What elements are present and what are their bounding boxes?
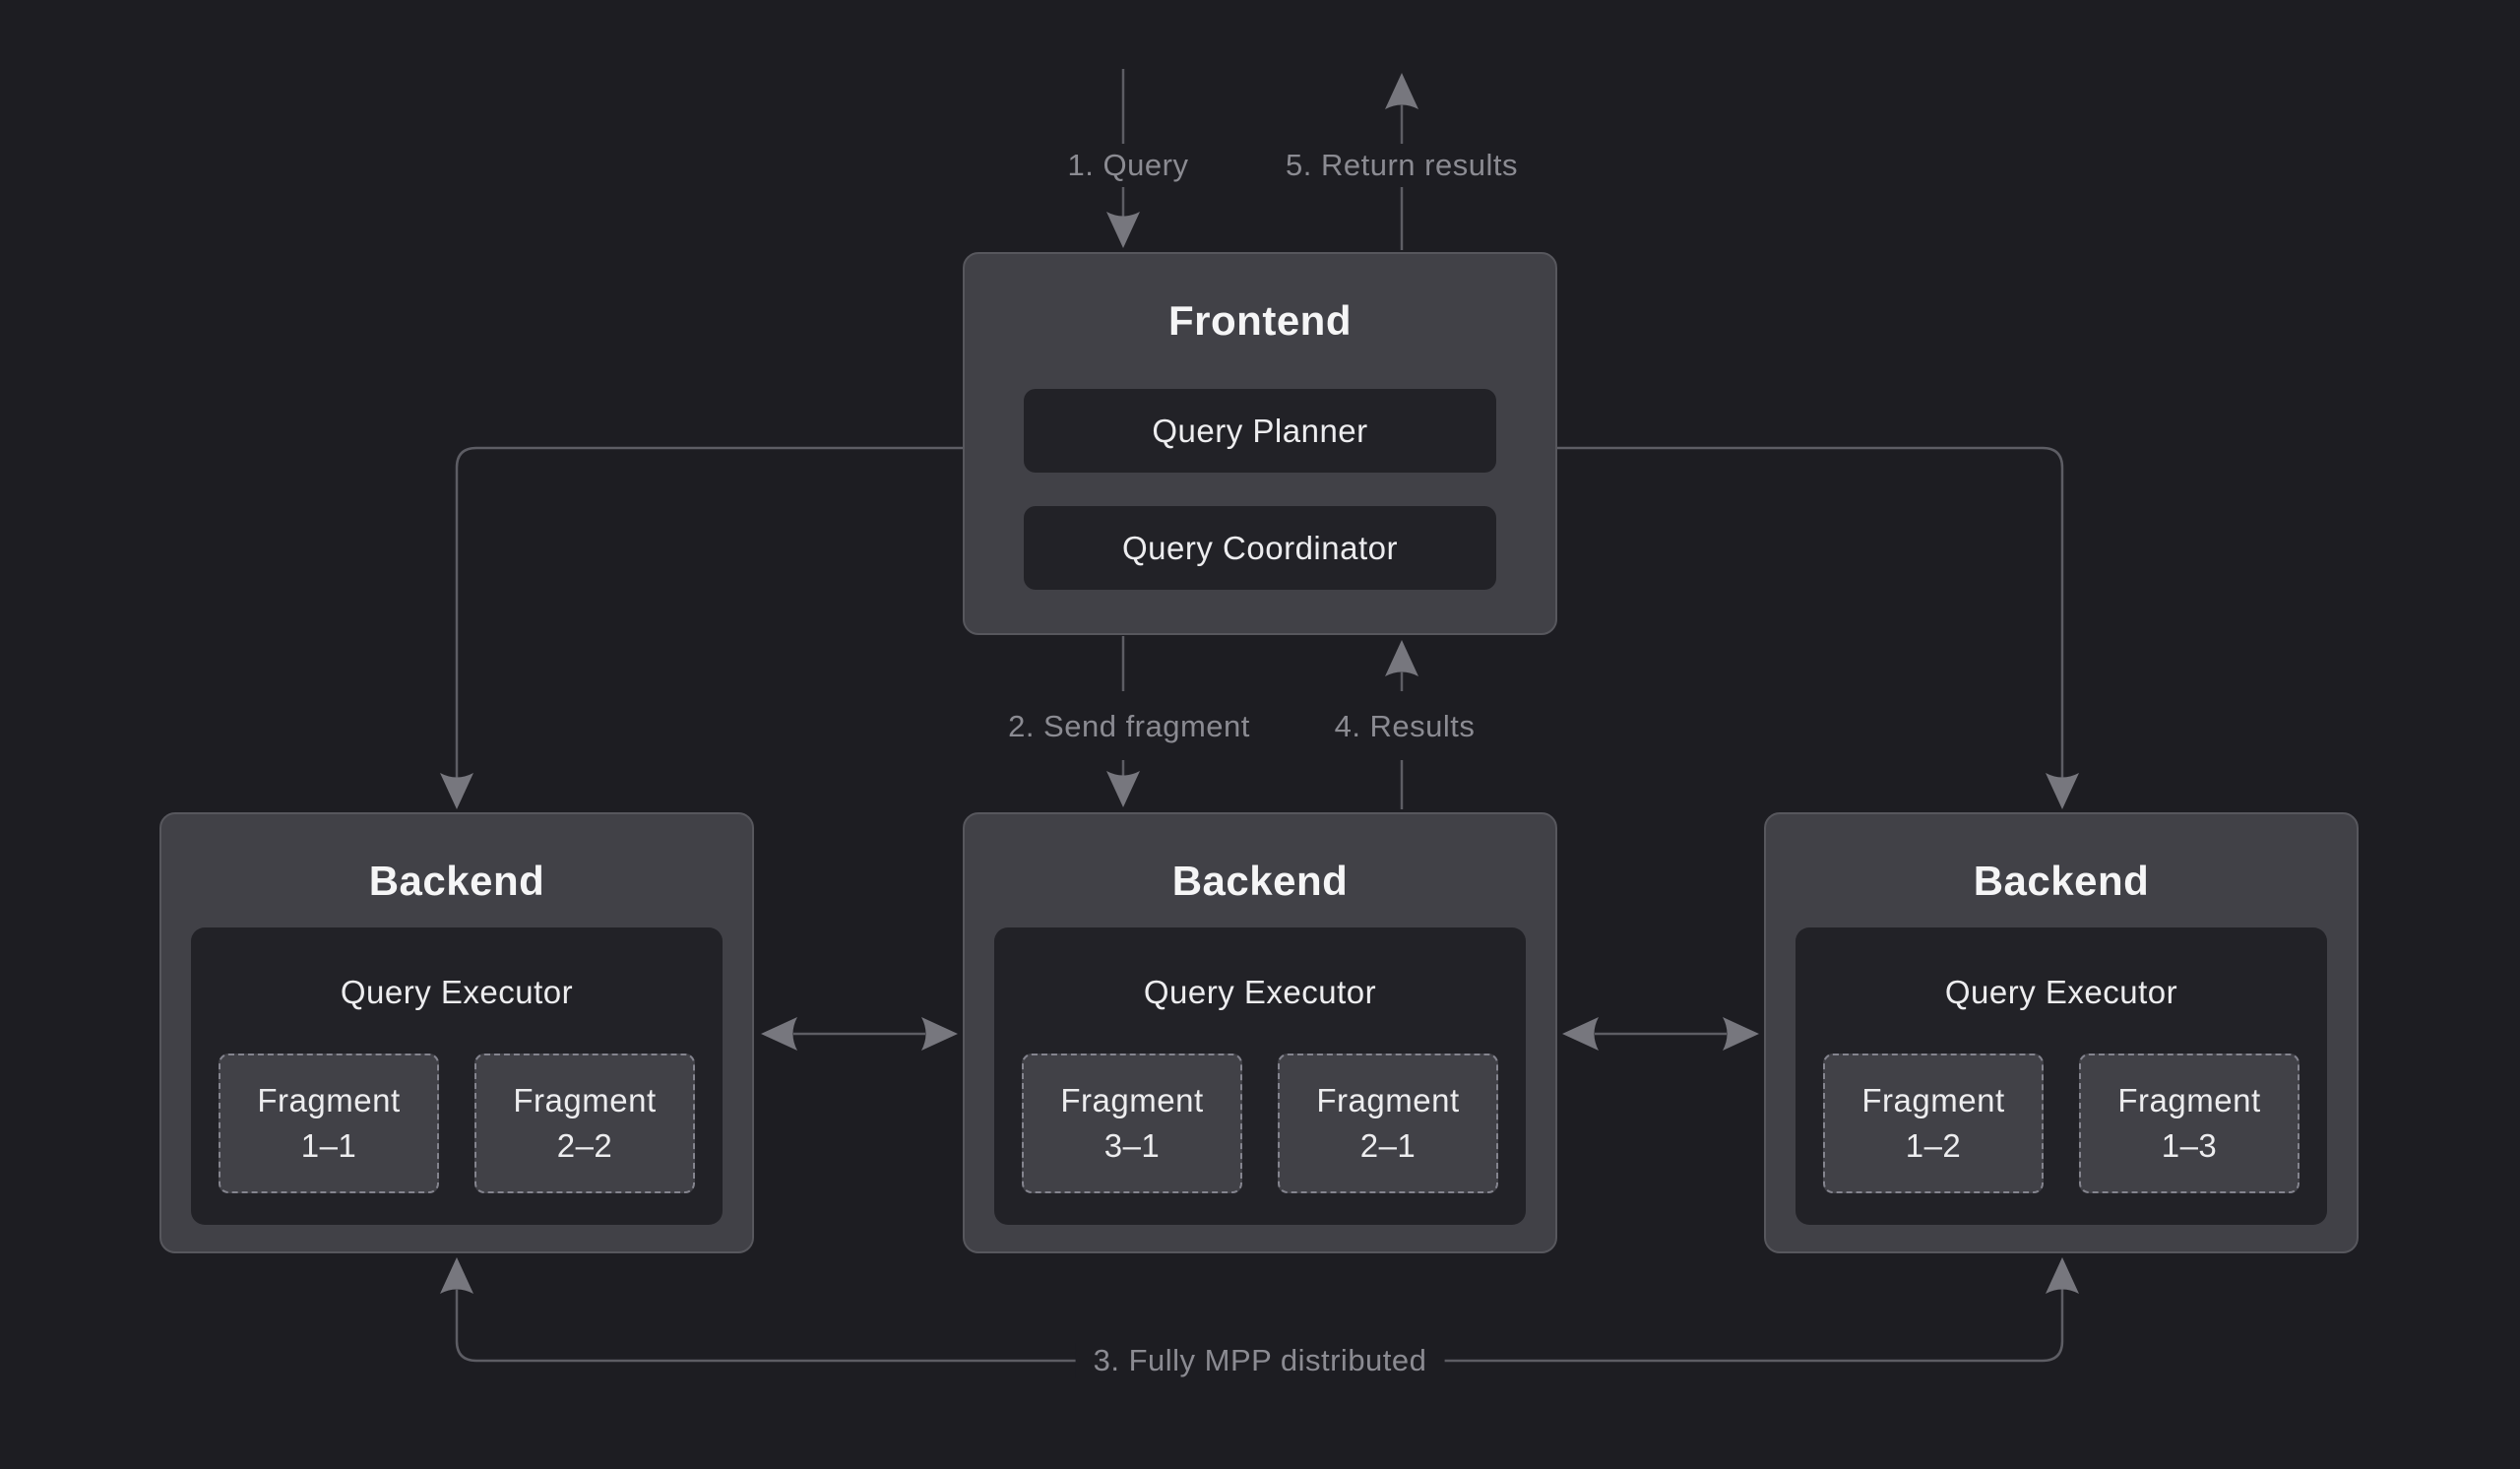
edge-label-results: 4. Results — [1334, 709, 1476, 743]
fragment-box: Fragment 3–1 — [1022, 1054, 1242, 1193]
arrow-backend-left-center — [761, 1017, 958, 1051]
backend-box-right: Backend Query Executor Fragment 1–2 Frag… — [1764, 812, 2359, 1253]
fragment-name: Fragment — [2117, 1082, 2261, 1118]
backend-box-center: Backend Query Executor Fragment 3–1 Frag… — [963, 812, 1557, 1253]
fragment-name: Fragment — [1060, 1082, 1204, 1118]
fragment-box: Fragment 1–3 — [2079, 1054, 2300, 1193]
connector-frontend-left-backend — [440, 446, 963, 809]
fragment-id: 3–1 — [1103, 1127, 1161, 1164]
arrow-results — [1385, 640, 1418, 809]
query-executor-label: Query Executor — [1143, 974, 1377, 1010]
query-executor-box: Query Executor Fragment 1–2 Fragment 1–3 — [1796, 927, 2327, 1225]
fragment-id: 2–2 — [556, 1127, 613, 1164]
fragment-id: 2–1 — [1359, 1127, 1417, 1164]
backend-title: Backend — [368, 858, 545, 904]
fragment-name: Fragment — [513, 1082, 657, 1118]
fragment-name: Fragment — [257, 1082, 401, 1118]
query-coordinator-label: Query Coordinator — [1122, 529, 1398, 566]
fragment-box: Fragment 2–1 — [1278, 1054, 1498, 1193]
edge-label-mpp-distributed: 3. Fully MPP distributed — [1075, 1343, 1445, 1378]
fragment-id: 1–3 — [2161, 1127, 2218, 1164]
fragment-box: Fragment 2–2 — [474, 1054, 695, 1193]
backend-box-left: Backend Query Executor Fragment 1–1 Frag… — [159, 812, 754, 1253]
backend-title: Backend — [1973, 858, 2150, 904]
edge-label-return-results: 5. Return results — [1286, 148, 1518, 182]
arrow-send-fragment — [1106, 636, 1140, 807]
query-executor-label: Query Executor — [1944, 974, 2178, 1010]
frontend-box: Frontend Query Planner Query Coordinator — [963, 252, 1557, 635]
arrow-backend-center-right — [1562, 1017, 1759, 1051]
query-executor-label: Query Executor — [340, 974, 574, 1010]
fragment-id: 1–1 — [300, 1127, 357, 1164]
fragment-name: Fragment — [1861, 1082, 2005, 1118]
frontend-title: Frontend — [1168, 297, 1352, 344]
edge-label-query: 1. Query — [1067, 148, 1189, 182]
connector-frontend-right-backend — [1557, 446, 2079, 809]
query-executor-box: Query Executor Fragment 3–1 Fragment 2–1 — [994, 927, 1526, 1225]
fragment-box: Fragment 1–2 — [1823, 1054, 2044, 1193]
query-planner-label: Query Planner — [1152, 412, 1368, 449]
query-coordinator-box: Query Coordinator — [1024, 506, 1496, 590]
arrow-query — [1106, 69, 1140, 248]
fragment-box: Fragment 1–1 — [219, 1054, 439, 1193]
fragment-id: 1–2 — [1905, 1127, 1962, 1164]
fragment-name: Fragment — [1316, 1082, 1460, 1118]
query-planner-box: Query Planner — [1024, 389, 1496, 473]
arrow-return-results — [1385, 73, 1418, 250]
query-executor-box: Query Executor Fragment 1–1 Fragment 2–2 — [191, 927, 723, 1225]
edge-label-send-fragment: 2. Send fragment — [1008, 709, 1250, 743]
backend-title: Backend — [1171, 858, 1349, 904]
